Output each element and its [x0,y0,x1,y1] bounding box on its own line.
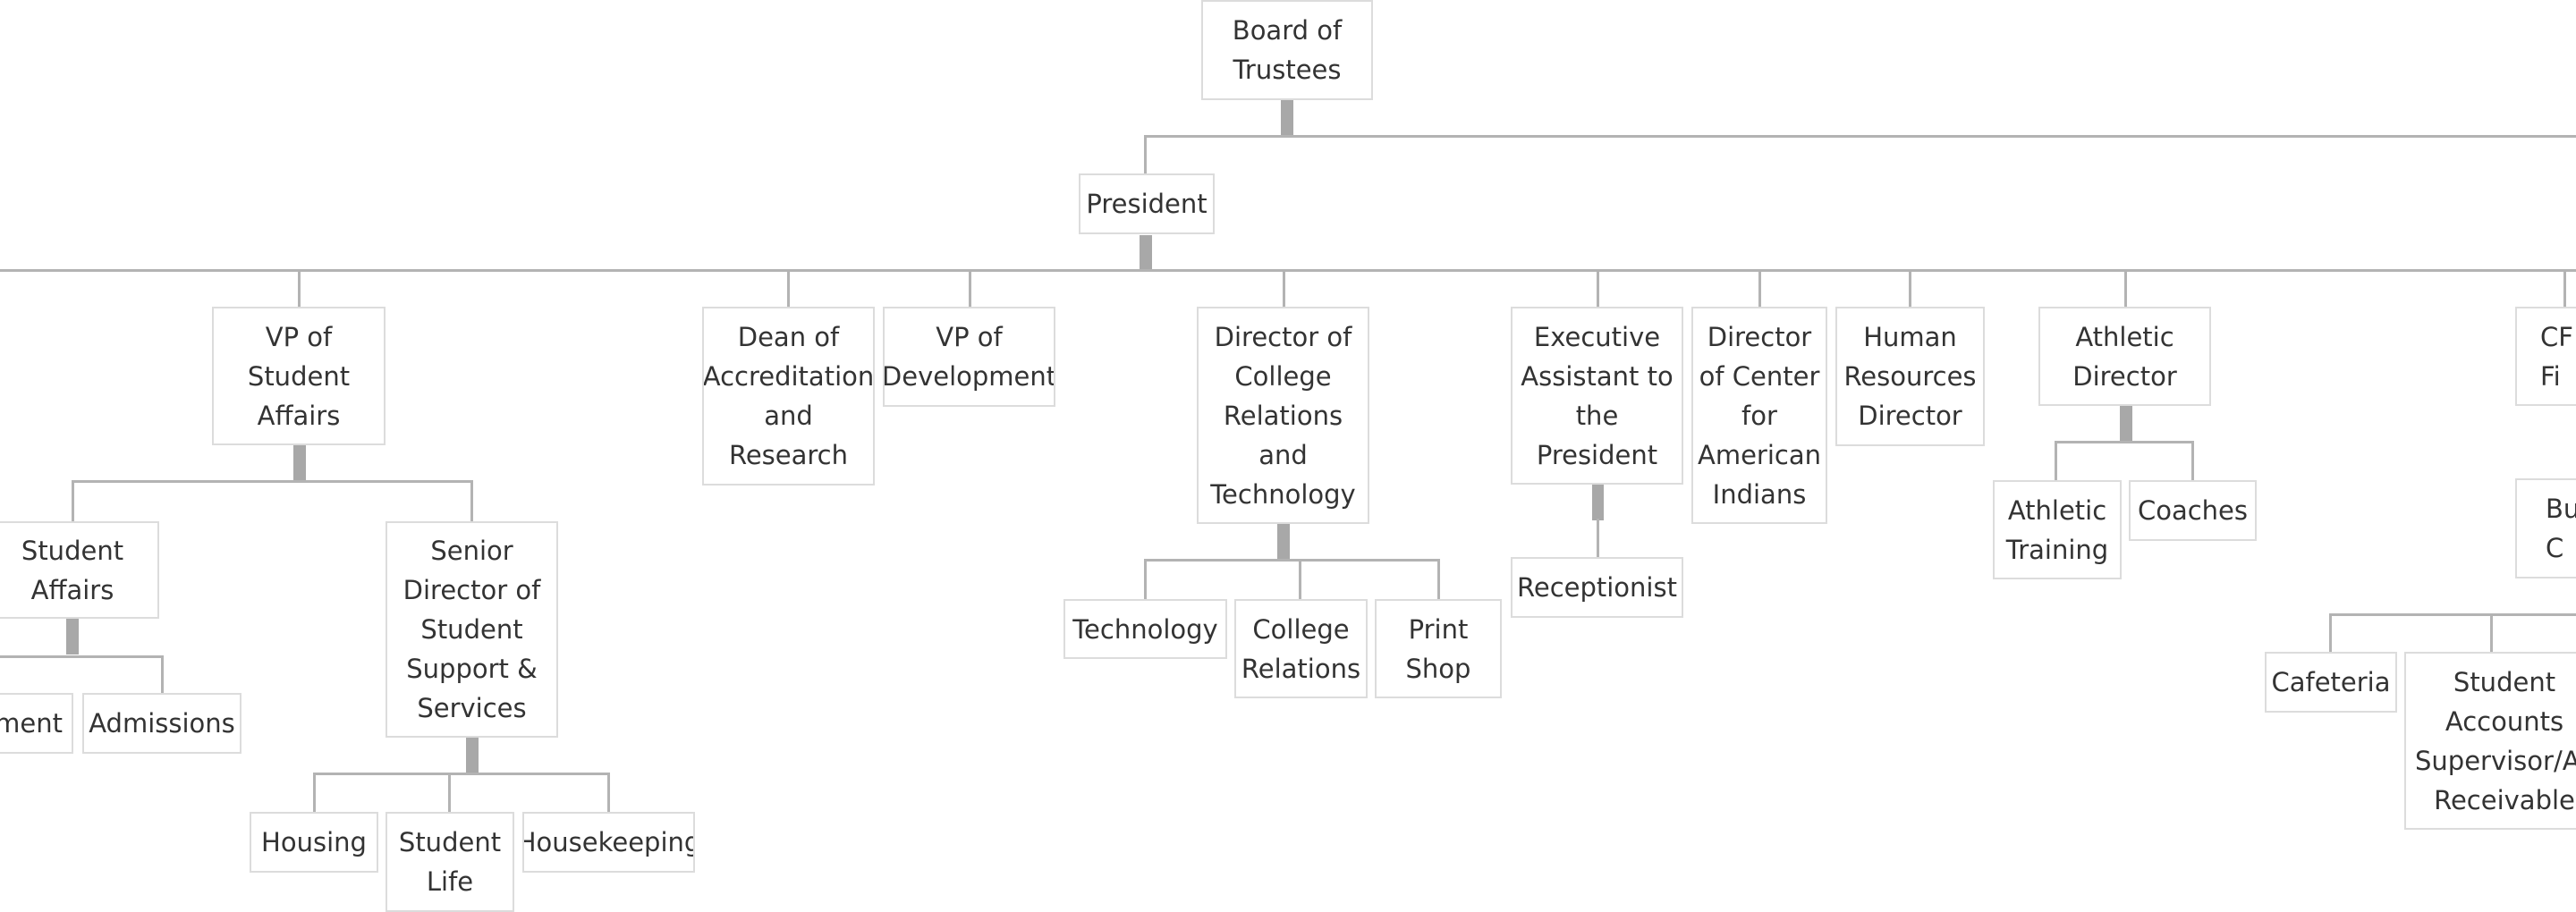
connector-stem [466,738,479,773]
node-student-affairs[interactable]: Student Affairs [0,521,159,619]
node-technology[interactable]: Technology [1063,599,1227,659]
node-label: Athletic Director [2072,321,2177,392]
node-housekeeping[interactable]: Housekeeping [522,812,695,873]
connector-line [1144,559,1440,562]
connector-line [448,773,451,813]
node-label: President [1086,189,1208,219]
node-director-college-relations[interactable]: Director of College Relations and Techno… [1197,307,1369,524]
node-label: Bu C [2546,494,2576,563]
connector-line [1909,269,1911,308]
connector-line [0,655,164,658]
connector-line [787,269,790,308]
connector-line [1144,559,1147,599]
node-label: VP of Development [883,322,1055,392]
node-dean-accreditation[interactable]: Dean of Accreditation and Research [702,307,875,486]
connector-line [313,773,610,775]
connector-line [2191,441,2194,481]
connector-line [2329,613,2332,653]
node-college-relations[interactable]: College Relations [1234,599,1368,698]
connector-stem [1277,524,1290,560]
connector-line [1597,519,1599,558]
connector-line [298,269,301,308]
node-label: Housekeeping [522,827,695,857]
node-enrollment-partial[interactable]: ment [0,693,73,754]
node-label: Student Affairs [21,535,124,605]
connector-stem [293,445,306,481]
node-athletic-director[interactable]: Athletic Director [2038,307,2211,406]
node-athletic-training[interactable]: Athletic Training [1993,480,2122,579]
connector-line [1144,135,1147,174]
node-label: Coaches [2137,495,2249,526]
node-vp-development[interactable]: VP of Development [883,307,1055,407]
node-board-of-trustees[interactable]: Board of Trustees [1201,0,1373,100]
node-label: Admissions [89,708,235,739]
connector-line [1437,559,1440,599]
node-cafeteria[interactable]: Cafeteria [2265,652,2397,713]
connector-stem [66,619,79,654]
node-cfo-partial[interactable]: CF Fi [2515,307,2576,406]
connector-line [1144,135,2576,138]
connector-line [2563,269,2566,308]
connector-line [1299,559,1301,599]
connector-line [1758,269,1761,308]
connector-line [470,480,473,522]
node-senior-director[interactable]: Senior Director of Student Support & Ser… [386,521,558,738]
node-label: VP of Student Affairs [247,321,351,431]
connector-line [2055,441,2194,443]
node-vp-student-affairs[interactable]: VP of Student Affairs [212,307,386,445]
connector-line [969,269,971,308]
connector-line [72,480,473,483]
connector-line [72,480,74,522]
node-president[interactable]: President [1079,173,1215,234]
connector-stem [1140,235,1152,271]
node-receptionist[interactable]: Receptionist [1511,557,1683,618]
node-label: Athletic Training [2005,494,2109,565]
connector-stem [1592,485,1604,520]
node-label: Board of Trustees [1232,15,1343,85]
connector-line [2490,613,2493,653]
connector-line [1283,269,1285,308]
node-label: Student Life [398,827,502,897]
node-student-accounts[interactable]: Student Accounts Supervisor/Ac Receivabl… [2404,652,2576,830]
connector-line [1597,269,1599,308]
node-label: Dean of Accreditation and Research [702,322,875,470]
node-label: Print Shop [1405,613,1471,684]
node-label: CF Fi [2540,321,2573,392]
node-label: Housing [261,827,367,857]
connector-line [2055,441,2057,481]
node-director-american-indians[interactable]: Director of Center for American Indians [1691,307,1827,524]
connector-stem [2120,406,2132,442]
connector-line [2124,269,2127,308]
node-label: Receptionist [1517,572,1677,603]
node-label: Human Resources Director [1843,322,1977,431]
node-label: Executive Assistant to the President [1521,321,1674,470]
node-executive-assistant[interactable]: Executive Assistant to the President [1511,307,1683,485]
node-coaches[interactable]: Coaches [2129,480,2257,541]
node-label: College Relations [1241,613,1361,684]
node-admissions[interactable]: Admissions [82,693,242,754]
connector-stem [1281,100,1293,136]
node-hr-director[interactable]: Human Resources Director [1835,307,1985,446]
node-label: Cafeteria [2271,667,2391,697]
node-label: Senior Director of Student Support & Ser… [402,536,541,723]
node-label: Student Accounts Supervisor/Ac Receivabl… [2415,666,2576,815]
node-label: ment [0,708,63,739]
connector-line [313,773,316,813]
node-label: Director of College Relations and Techno… [1210,321,1356,510]
connector-line [0,269,2576,272]
node-business-partial[interactable]: Bu C [2515,478,2576,578]
node-print-shop[interactable]: Print Shop [1375,599,1502,698]
node-label: Technology [1072,613,1218,645]
node-student-life[interactable]: Student Life [386,812,514,912]
node-label: Director of Center for American Indians [1697,321,1821,510]
node-housing[interactable]: Housing [250,812,378,873]
connector-line [607,773,610,813]
connector-line [2329,613,2576,616]
connector-line [161,655,164,693]
